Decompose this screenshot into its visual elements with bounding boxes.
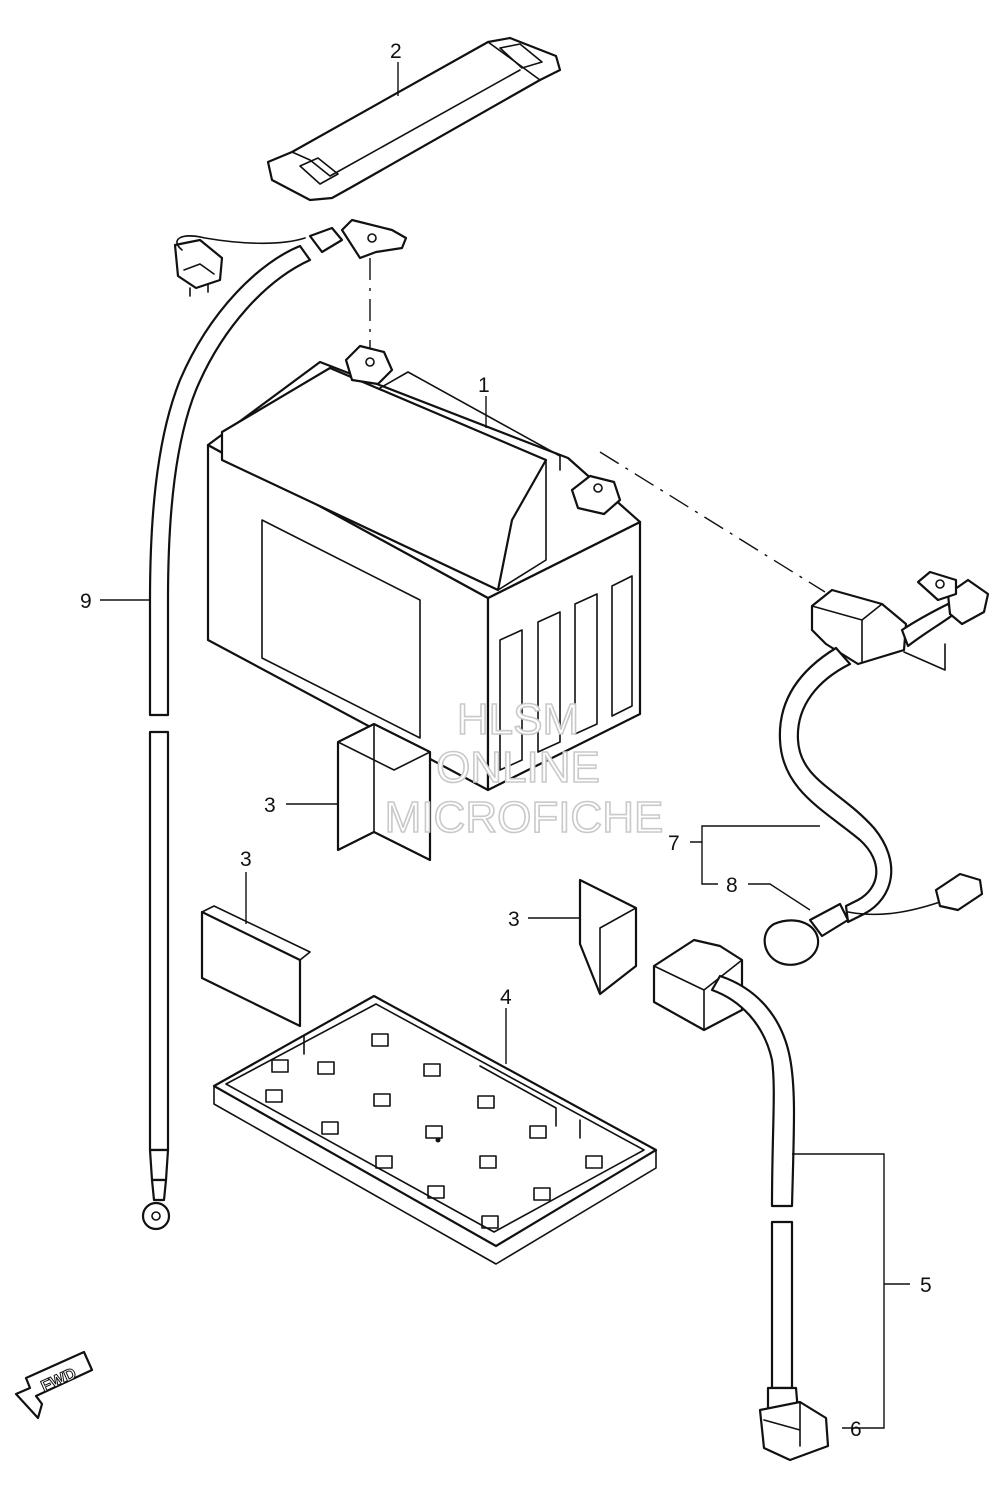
- callout-4: 4: [500, 986, 512, 1009]
- watermark-line-2: ONLINE: [436, 743, 600, 792]
- battery: [206, 344, 642, 792]
- callout-3-flat: 3: [240, 848, 252, 871]
- callout-2: 2: [390, 40, 402, 63]
- callouts: 2 1 9 3 3 3 4 7 8 5 6: [80, 40, 932, 1441]
- callout-3-upper: 3: [264, 794, 276, 817]
- callout-5: 5: [920, 1274, 932, 1297]
- callout-6: 6: [850, 1418, 862, 1441]
- spacer-pad-upper: [336, 722, 432, 862]
- callout-7: 7: [668, 832, 680, 855]
- watermark-line-1: HLSM: [457, 695, 579, 744]
- fwd-arrow-icon: FWD: [14, 1350, 94, 1420]
- spacer-pad-flat: [200, 905, 311, 1028]
- battery-tray: [212, 994, 658, 1265]
- negative-cable: [141, 218, 408, 1231]
- callout-1: 1: [478, 374, 490, 397]
- spacer-pad-lower: [578, 878, 638, 996]
- positive-cable: [652, 938, 830, 1462]
- battery-strap: [266, 36, 562, 202]
- callout-3-lower: 3: [508, 908, 520, 931]
- positive-cable-harness: [763, 570, 990, 966]
- callout-9: 9: [80, 590, 92, 613]
- leader-lines: [100, 62, 910, 1429]
- centerline-positive: [599, 451, 826, 593]
- watermark-line-3: MICROFICHE: [385, 793, 664, 842]
- callout-8: 8: [726, 874, 738, 897]
- watermark: HLSM ONLINE MICROFICHE: [384, 694, 664, 843]
